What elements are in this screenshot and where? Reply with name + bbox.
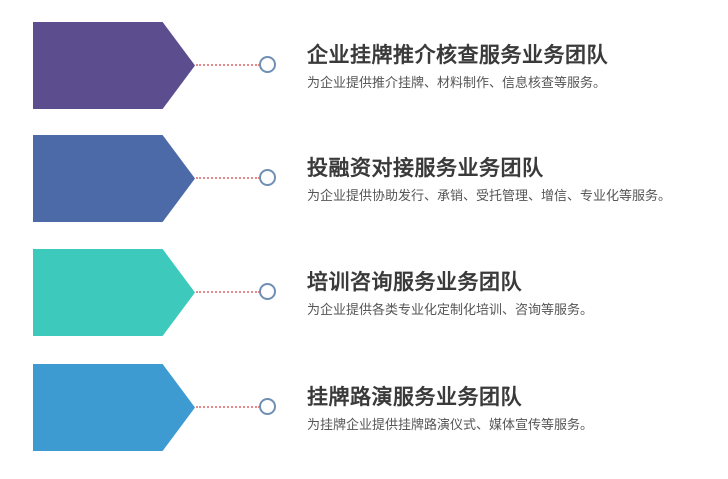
service-team-item-3: 培训咨询服务业务团队 为企业提供各类专业化定制化培训、咨询等服务。 (0, 249, 728, 339)
team-description: 为企业提供推介挂牌、材料制作、信息核查等服务。 (307, 76, 607, 91)
team-description: 为企业提供协助发行、承销、受托管理、增信、专业化等服务。 (307, 189, 672, 204)
service-team-item-1: 企业挂牌推介核查服务业务团队 为企业提供推介挂牌、材料制作、信息核查等服务。 (0, 22, 728, 112)
team-title: 企业挂牌推介核查服务业务团队 (307, 43, 608, 67)
team-description: 为企业提供各类专业化定制化培训、咨询等服务。 (307, 303, 594, 318)
arrow-banner-2 (33, 135, 195, 222)
arrow-banner-3 (33, 249, 195, 336)
circle-node-icon (259, 56, 276, 73)
dotted-connector-2 (196, 177, 260, 179)
team-title: 培训咨询服务业务团队 (307, 270, 522, 294)
circle-node-icon (259, 283, 276, 300)
service-team-item-2: 投融资对接服务业务团队 为企业提供协助发行、承销、受托管理、增信、专业化等服务。 (0, 135, 728, 225)
dotted-connector-4 (196, 406, 260, 408)
dotted-connector-3 (196, 291, 260, 293)
circle-node-icon (259, 398, 276, 415)
dotted-connector-1 (196, 64, 260, 66)
circle-node-icon (259, 169, 276, 186)
team-title: 挂牌路演服务业务团队 (307, 385, 522, 409)
arrow-banner-4 (33, 364, 195, 451)
team-title: 投融资对接服务业务团队 (307, 156, 544, 180)
arrow-banner-1 (33, 22, 195, 109)
team-description: 为挂牌企业提供挂牌路演仪式、媒体宣传等服务。 (307, 418, 594, 433)
service-team-item-4: 挂牌路演服务业务团队 为挂牌企业提供挂牌路演仪式、媒体宣传等服务。 (0, 364, 728, 454)
